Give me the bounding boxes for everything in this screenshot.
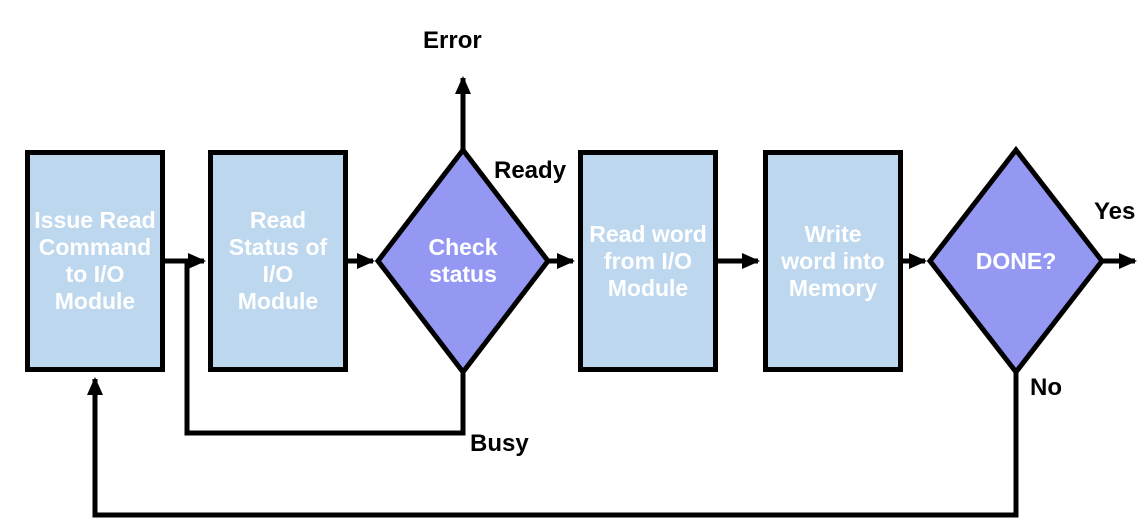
no-loop-line [87, 372, 1019, 518]
node-done-label: DONE? [975, 248, 1057, 274]
check-status-diamond [374, 145, 552, 377]
done-diamond [926, 145, 1106, 377]
edge-label-error: Error [423, 27, 482, 54]
edge-label-yes: Yes [1094, 198, 1136, 225]
node-read-status: Read Status of I/O Module [208, 150, 348, 372]
edge-label-ready: Ready [494, 157, 567, 184]
busy-loop-line [184, 259, 466, 436]
node-write-word: Write word into Memory [763, 150, 903, 372]
edge-label-busy: Busy [470, 430, 529, 457]
edge-label-no: No [1030, 374, 1062, 401]
node-issue-read-command: Issue Read Command to I/O Module [25, 150, 165, 372]
node-read-word: Read word from I/O Module [578, 150, 718, 372]
node-check-status-label: Check status [428, 234, 498, 287]
